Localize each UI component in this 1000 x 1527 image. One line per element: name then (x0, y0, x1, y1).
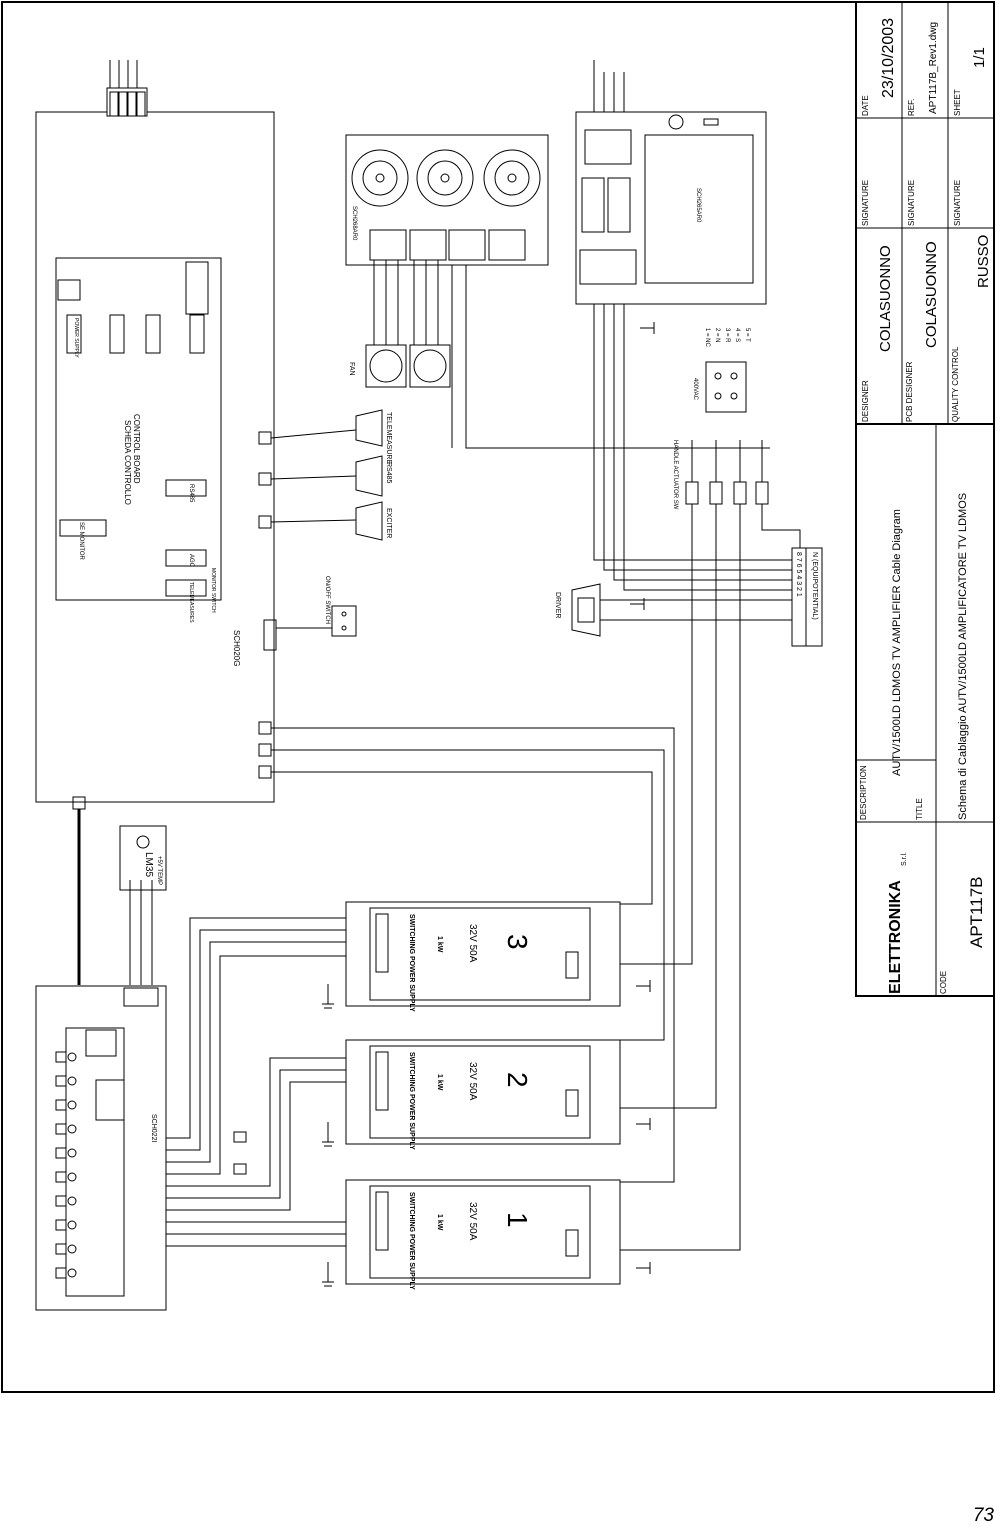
svg-text:32V 50A: 32V 50A (467, 1062, 478, 1101)
telemeasure-label: TELEMEASURE (385, 412, 392, 464)
driver-label: DRIVER (554, 592, 561, 618)
control-board-title: CONTROL BOARD (132, 414, 141, 484)
svg-text:SWITCHING POWER SUPPLY: SWITCHING POWER SUPPLY (408, 1052, 415, 1150)
code-value: APT117B (967, 876, 986, 948)
test-point-wiring (166, 917, 346, 1247)
svg-text:1 kW: 1 kW (436, 1214, 443, 1231)
svg-text:32V 50A: 32V 50A (467, 924, 478, 963)
svg-text:SWITCHING POWER SUPPLY: SWITCHING POWER SUPPLY (408, 1192, 415, 1290)
on-off-switch-label: ON/OFF SWITCH (324, 576, 330, 624)
ref-label: REF. (907, 99, 916, 116)
power-supply-outlines (345, 901, 621, 1285)
ref-value: APT117B_Rev1.dwg (928, 22, 939, 114)
title-block (855, 1, 995, 997)
description-value: AUTV/1500LD LDMOS TV AMPLIFIER Cable Dia… (891, 509, 903, 776)
pcb-designer-value: COLASUONNO (923, 241, 940, 348)
mains-connector (705, 361, 747, 413)
code-label: CODE (939, 971, 948, 994)
mains-pin-3: 3 = R (724, 328, 730, 343)
company-logo: ELETTRONIKA (887, 880, 904, 994)
mains-pin-5: 5 = T (744, 328, 750, 342)
power-supply-3: SWITCHING POWER SUPPLY 1 kW 32V 50A 3 (408, 914, 533, 1012)
signature-label-3: SIGNATURE (953, 180, 962, 226)
svg-text:SWITCHING POWER SUPPLY: SWITCHING POWER SUPPLY (408, 914, 415, 1012)
designer-value: COLASUONNO (877, 245, 894, 352)
rs485-label: RS485 (385, 462, 392, 484)
fan-label: FAN (348, 362, 355, 376)
signature-label-1: SIGNATURE (861, 180, 870, 226)
test-board-code: SCH022I (150, 1114, 157, 1142)
control-board-name: SCHEDA CONTROLLO (123, 420, 132, 505)
control-board-code: SCH020G (232, 630, 241, 666)
sheet-label: SHEET (953, 89, 962, 116)
mains-voltage-label: 400VAC (692, 378, 698, 401)
equipotential-pins: 8 7 6 5 4 3 2 1 (795, 552, 802, 597)
control-board-labels: SCHEDA CONTROLLO CONTROL BOARD SCH020G R… (73, 318, 241, 666)
agc-block-label: AGC (188, 554, 194, 568)
se-monitor-block-label: SE MONITOR (78, 522, 84, 561)
quality-label: QUALITY CONTROL (951, 346, 960, 422)
mains-pin-4: 4 = S (734, 328, 740, 342)
power-supply-block-label: POWER SUPPLY (73, 318, 79, 358)
title-block-text: DATE 23/10/2003 REF. APT117B_Rev1.dwg SH… (859, 18, 992, 994)
control-board (35, 60, 277, 810)
company-suffix: S.r.l. (901, 852, 908, 866)
mains-pin-1: 1 = NC (704, 328, 710, 348)
telemeasure-block-label: TELEMEASURES (188, 582, 194, 623)
sheet-value: 1/1 (971, 47, 988, 68)
date-label: DATE (861, 95, 870, 116)
filter-board-code: SCH268AR0 (351, 206, 357, 241)
driver-inlet (571, 583, 601, 637)
signature-label-2: SIGNATURE (907, 180, 916, 226)
dsub-group (355, 409, 383, 541)
on-off-switch (331, 605, 357, 637)
rs485-block-label: RS485 (188, 484, 194, 503)
designer-label: DESIGNER (861, 380, 870, 422)
svg-text:32V 50A: 32V 50A (467, 1202, 478, 1241)
lm35-name: LM35 (143, 852, 154, 877)
relay-board-code: SCH265AR0 (695, 188, 701, 223)
lm35-pins: +5V TEMP (156, 856, 162, 885)
power-supply-2-number: 2 (502, 1072, 533, 1088)
svg-text:1 kW: 1 kW (436, 936, 443, 953)
monitor-switch-label: MONITOR SWITCH (210, 568, 216, 613)
pcb-designer-label: PCB DESIGNER (905, 361, 914, 422)
mains-pin-2: 2 = N (714, 328, 720, 343)
power-supply-2: SWITCHING POWER SUPPLY 1 kW 32V 50A 2 (408, 1052, 533, 1150)
equipotential-terminal (791, 547, 823, 647)
exciter-label: EXCITER (385, 508, 392, 538)
date-value: 23/10/2003 (880, 18, 897, 98)
drawing-frame (1, 1, 995, 1393)
title-label: TITLE (915, 798, 924, 820)
lm35-sensor (119, 825, 167, 1007)
power-supply-1-number: 1 (502, 1212, 533, 1228)
page-number: 73 (972, 1505, 994, 1526)
wiring (77, 60, 801, 1251)
power-supply-3-number: 3 (502, 934, 533, 950)
relay-board (575, 72, 767, 305)
quality-value: RUSSO (975, 235, 992, 288)
ground-symbols (322, 322, 655, 1287)
power-supply-1: SWITCHING POWER SUPPLY 1 kW 32V 50A 1 (408, 1192, 533, 1290)
equipotential-label: N (EQUIPOTENTIAL) (811, 552, 818, 620)
filter-board (345, 134, 549, 388)
handle-actuator-label: HANDLE ACTUATOR SW (672, 440, 678, 510)
svg-text:1 kW: 1 kW (436, 1074, 443, 1091)
description-label: DESCRIPTION (859, 765, 868, 820)
handle-actuator-switch (685, 440, 769, 505)
title-value: Schema di Cablaggio AUTV/1500LD AMPLIFIC… (957, 493, 969, 820)
test-point-board (35, 985, 167, 1311)
